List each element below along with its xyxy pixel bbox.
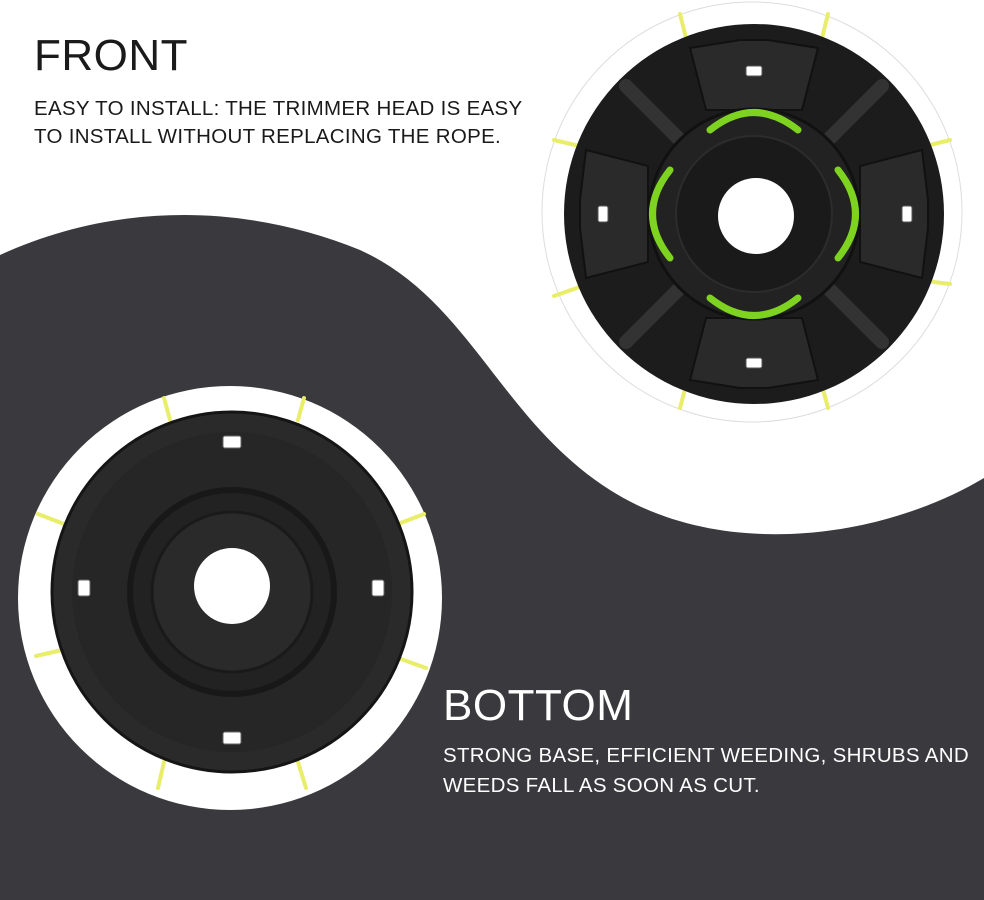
bottom-title: BOTTOM (443, 681, 634, 730)
trimmer-head-front-image (541, 1, 963, 423)
bottom-description: STRONG BASE, EFFICIENT WEEDING, SHRUBS A… (443, 744, 969, 797)
front-description: EASY TO INSTALL: THE TRIMMER HEAD IS EAS… (34, 97, 523, 148)
trimmer-head-bottom-image (18, 386, 442, 810)
front-title: FRONT (34, 31, 189, 80)
